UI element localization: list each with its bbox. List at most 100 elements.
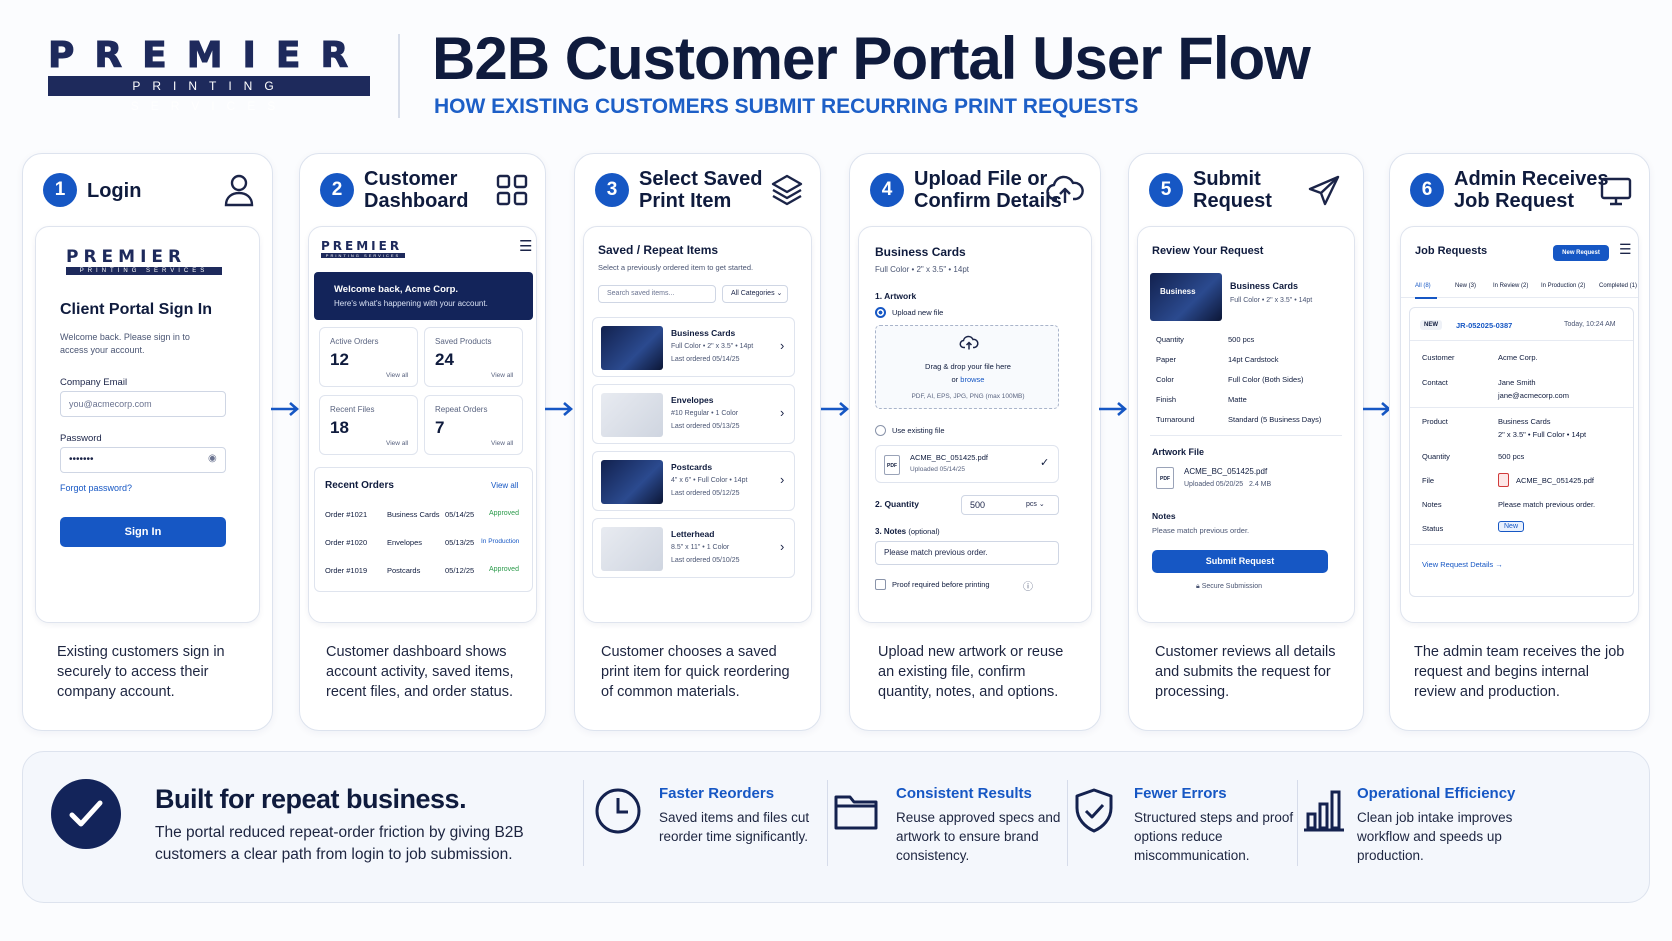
stat-tile-repeat-orders[interactable]: Repeat Orders 7 View all — [424, 395, 523, 455]
login-logo-tagline: PRINTING SERVICES — [66, 267, 222, 275]
step-number: 2 — [320, 173, 354, 207]
browse-link[interactable]: browse — [960, 375, 985, 384]
stat-tile-saved-products[interactable]: Saved Products 24 View all — [424, 327, 523, 387]
tab-new[interactable]: New (3) — [1455, 283, 1477, 289]
email-field[interactable]: you@acmecorp.com — [60, 391, 226, 417]
forgot-password-link[interactable]: Forgot password? — [60, 483, 133, 493]
flow-arrow-icon — [1362, 402, 1392, 416]
spec-value: Matte — [1228, 395, 1247, 404]
category-select[interactable]: All Categories ⌄ — [722, 285, 788, 303]
item-spec: Full Color • 2" x 3.5" • 14pt — [671, 343, 754, 350]
step-number: 4 — [870, 173, 904, 207]
recent-orders-panel: Recent Orders View all Order #1021 Busin… — [314, 467, 533, 592]
unit-select[interactable]: pcs ⌄ — [1026, 501, 1045, 508]
notes-label-text: 3. Notes — [875, 527, 907, 536]
checkmark-icon — [51, 779, 121, 849]
review-title: Review Your Request — [1152, 245, 1264, 257]
new-badge: NEW — [1420, 320, 1442, 330]
cloud-upload-icon — [1046, 172, 1084, 208]
upload-cloud-icon — [958, 334, 980, 352]
stat-link[interactable]: View all — [386, 440, 409, 447]
artwork-file-title: Artwork File — [1152, 447, 1205, 457]
notes-optional-text: (optional) — [908, 527, 940, 536]
recent-orders-link[interactable]: View all — [491, 481, 519, 490]
order-id: Order #1020 — [325, 538, 368, 547]
password-field[interactable]: ••••••• — [60, 447, 226, 473]
tab-divider — [1401, 297, 1638, 298]
divider — [1410, 340, 1633, 341]
tab-all[interactable]: All (8) — [1415, 283, 1431, 289]
welcome-subtitle: Here's what's happening with your accoun… — [334, 299, 488, 308]
tab-in-production[interactable]: In Production (2) — [1541, 283, 1586, 289]
divider — [1410, 407, 1633, 408]
sign-in-button[interactable]: Sign In — [60, 517, 226, 547]
step-number: 5 — [1149, 173, 1183, 207]
step-caption: Customer reviews all details and submits… — [1155, 644, 1336, 700]
job-requests-title: Job Requests — [1415, 245, 1488, 257]
review-product-name: Business Cards — [1230, 281, 1299, 291]
eye-icon[interactable]: ◉ — [208, 453, 217, 464]
arrow-right-icon: → — [1495, 560, 1503, 569]
stat-tile-recent-files[interactable]: Recent Files 18 View all — [319, 395, 418, 455]
saved-item-business-cards[interactable]: Business Cards Full Color • 2" x 3.5" • … — [592, 317, 795, 377]
divider — [583, 780, 584, 866]
radio-upload-new[interactable] — [875, 307, 886, 318]
stat-value: 12 — [330, 350, 349, 369]
tab-completed[interactable]: Completed (1) — [1599, 283, 1638, 289]
order-date: 05/13/25 — [445, 538, 475, 547]
new-request-button[interactable]: New Request — [1553, 245, 1609, 261]
item-thumbnail — [601, 460, 663, 504]
step-title: Login — [87, 180, 142, 202]
detail-key: File — [1422, 476, 1435, 485]
menu-icon[interactable]: ☰ — [519, 238, 533, 255]
check-icon: ✓ — [1040, 457, 1050, 469]
step-header: 2 Customer Dashboard — [318, 168, 529, 214]
spec-value: 500 pcs — [1228, 335, 1255, 344]
step-number: 6 — [1410, 173, 1444, 207]
stat-tile-active-orders[interactable]: Active Orders 12 View all — [319, 327, 418, 387]
file-dropzone[interactable]: Drag & drop your file here or browse PDF… — [875, 325, 1059, 409]
step-title: Submit Request — [1193, 168, 1272, 212]
unit-value: pcs — [1026, 501, 1037, 508]
saved-item-letterhead[interactable]: Letterhead 8.5" x 11" • 1 Color Last ord… — [592, 518, 795, 578]
job-id: JR-052025-0387 — [1456, 321, 1513, 330]
stat-value: 24 — [435, 350, 454, 369]
item-last-ordered: Last ordered 05/12/25 — [671, 490, 740, 497]
flow-arrow-icon — [270, 402, 300, 416]
step-6-card: 6 Admin Receives Job Request Job Request… — [1389, 153, 1650, 731]
view-request-details-link[interactable]: View Request Details → — [1422, 560, 1503, 569]
chevron-right-icon: › — [780, 405, 785, 420]
saved-item-postcards[interactable]: Postcards 4" x 6" • Full Color • 14pt La… — [592, 451, 795, 511]
monitor-icon — [1599, 172, 1633, 208]
stat-value: 18 — [330, 418, 349, 437]
detail-value-secondary: 2" x 3.5" • Full Color • 14pt — [1498, 430, 1587, 439]
stat-link[interactable]: View all — [386, 372, 409, 379]
step-caption: Customer chooses a saved print item for … — [601, 644, 790, 700]
item-thumbnail — [601, 393, 663, 437]
menu-icon[interactable]: ☰ — [1619, 241, 1632, 257]
stat-link[interactable]: View all — [491, 440, 514, 447]
saved-item-envelopes[interactable]: Envelopes #10 Regular • 1 Color Last ord… — [592, 384, 795, 444]
job-request-card[interactable]: NEW JR-052025-0387 Today, 10:24 AM Custo… — [1409, 307, 1634, 597]
notes-field[interactable]: Please match previous order. — [875, 541, 1059, 565]
active-tab-indicator — [1415, 297, 1437, 299]
submit-request-button[interactable]: Submit Request — [1152, 550, 1328, 573]
dashboard-logo-tagline: PRINTING SERVICES — [321, 253, 405, 258]
browse-line: or browse — [876, 375, 1060, 384]
tab-in-review[interactable]: In Review (2) — [1493, 283, 1529, 289]
recent-orders-title: Recent Orders — [325, 480, 394, 491]
benefits-banner: Built for repeat business. The portal re… — [22, 751, 1650, 903]
proof-checkbox[interactable] — [875, 579, 886, 590]
saved-search-input[interactable]: Search saved items... — [598, 285, 716, 303]
thumbnail-text: Business — [1160, 287, 1196, 296]
password-label: Password — [60, 433, 102, 444]
info-icon[interactable]: ⓘ — [1023, 582, 1033, 593]
detail-value: Please match previous order. — [1498, 500, 1596, 509]
welcome-title: Welcome back, Acme Corp. — [334, 284, 459, 295]
radio-existing-file[interactable] — [875, 425, 886, 436]
stat-link[interactable]: View all — [491, 372, 514, 379]
existing-file-row[interactable]: PDF ACME_BC_051425.pdf Uploaded 05/14/25… — [875, 445, 1059, 483]
artwork-label: 1. Artwork — [875, 291, 917, 301]
detail-value[interactable]: ACME_BC_051425.pdf — [1516, 476, 1594, 485]
